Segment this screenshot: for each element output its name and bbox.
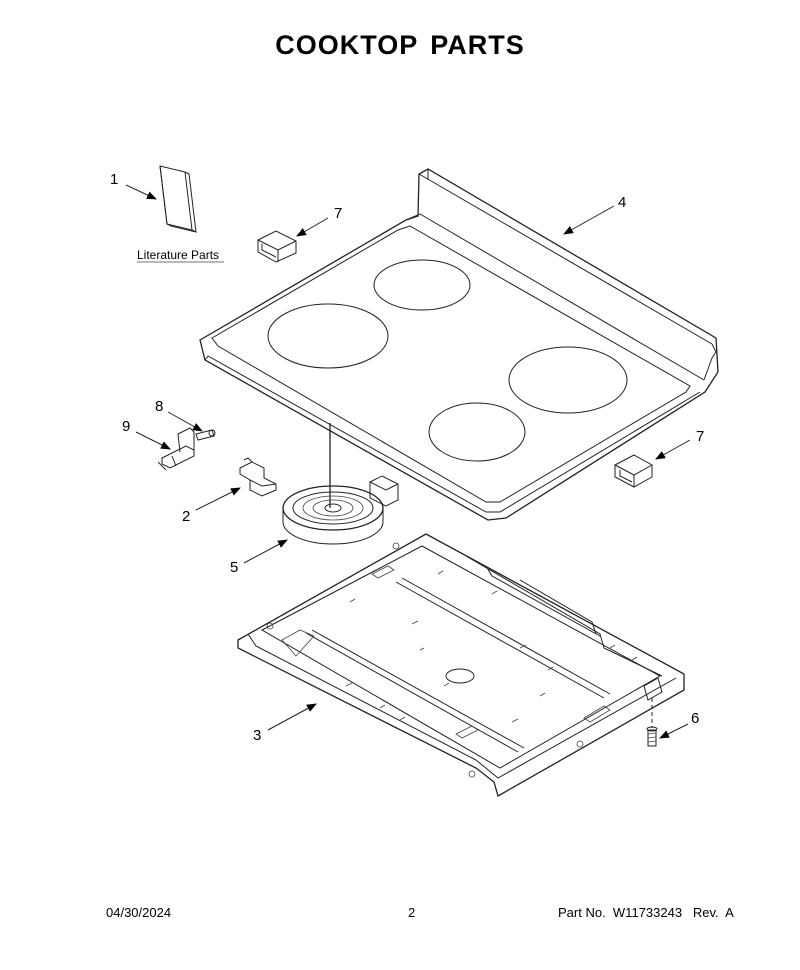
leader-line-7-rear [296, 217, 329, 237]
radiant-surface-element[interactable] [282, 423, 399, 545]
callout-8[interactable]: 9 [122, 418, 130, 435]
cooktop-bracket-rear[interactable] [257, 230, 297, 263]
cooktop-support-pan[interactable] [237, 533, 685, 797]
callout-5[interactable]: 5 [230, 559, 238, 576]
callout-4[interactable]: 4 [618, 194, 626, 211]
cooktop-glass[interactable] [199, 168, 719, 521]
callout-2[interactable]: 2 [182, 508, 190, 525]
leader-line-5 [243, 539, 288, 564]
callout-7-front[interactable]: 7 [696, 428, 704, 445]
leader-line-7-front [655, 439, 691, 460]
footer-page-number: 2 [408, 905, 416, 920]
leader-line-2 [195, 487, 241, 511]
literature-parts-label: Literature Parts [137, 248, 219, 262]
callout-1[interactable]: 1 [110, 171, 118, 188]
terminal-screw[interactable] [195, 429, 216, 441]
callout-9[interactable]: 8 [155, 398, 163, 415]
leader-line-4 [563, 205, 615, 235]
terminal-block[interactable] [157, 427, 195, 471]
cooktop-bracket-front[interactable] [614, 454, 653, 488]
leader-line-3 [267, 703, 317, 731]
callout-6[interactable]: 6 [691, 710, 699, 727]
footer-part-number: Part No. W11733243 Rev. A [558, 905, 734, 920]
literature-parts-booklet[interactable] [159, 165, 197, 233]
leader-line-8 [135, 431, 171, 450]
mounting-screw[interactable] [646, 698, 658, 747]
footer-date: 04/30/2024 [106, 905, 172, 920]
leader-line-6 [659, 723, 689, 739]
leader-line-1 [125, 184, 157, 200]
element-mounting-clip[interactable] [239, 457, 277, 497]
callout-3[interactable]: 3 [253, 727, 261, 744]
callout-7-rear[interactable]: 7 [334, 205, 342, 222]
leader-line-9 [167, 411, 203, 432]
page-title: COOKTOP PARTS [275, 30, 525, 60]
